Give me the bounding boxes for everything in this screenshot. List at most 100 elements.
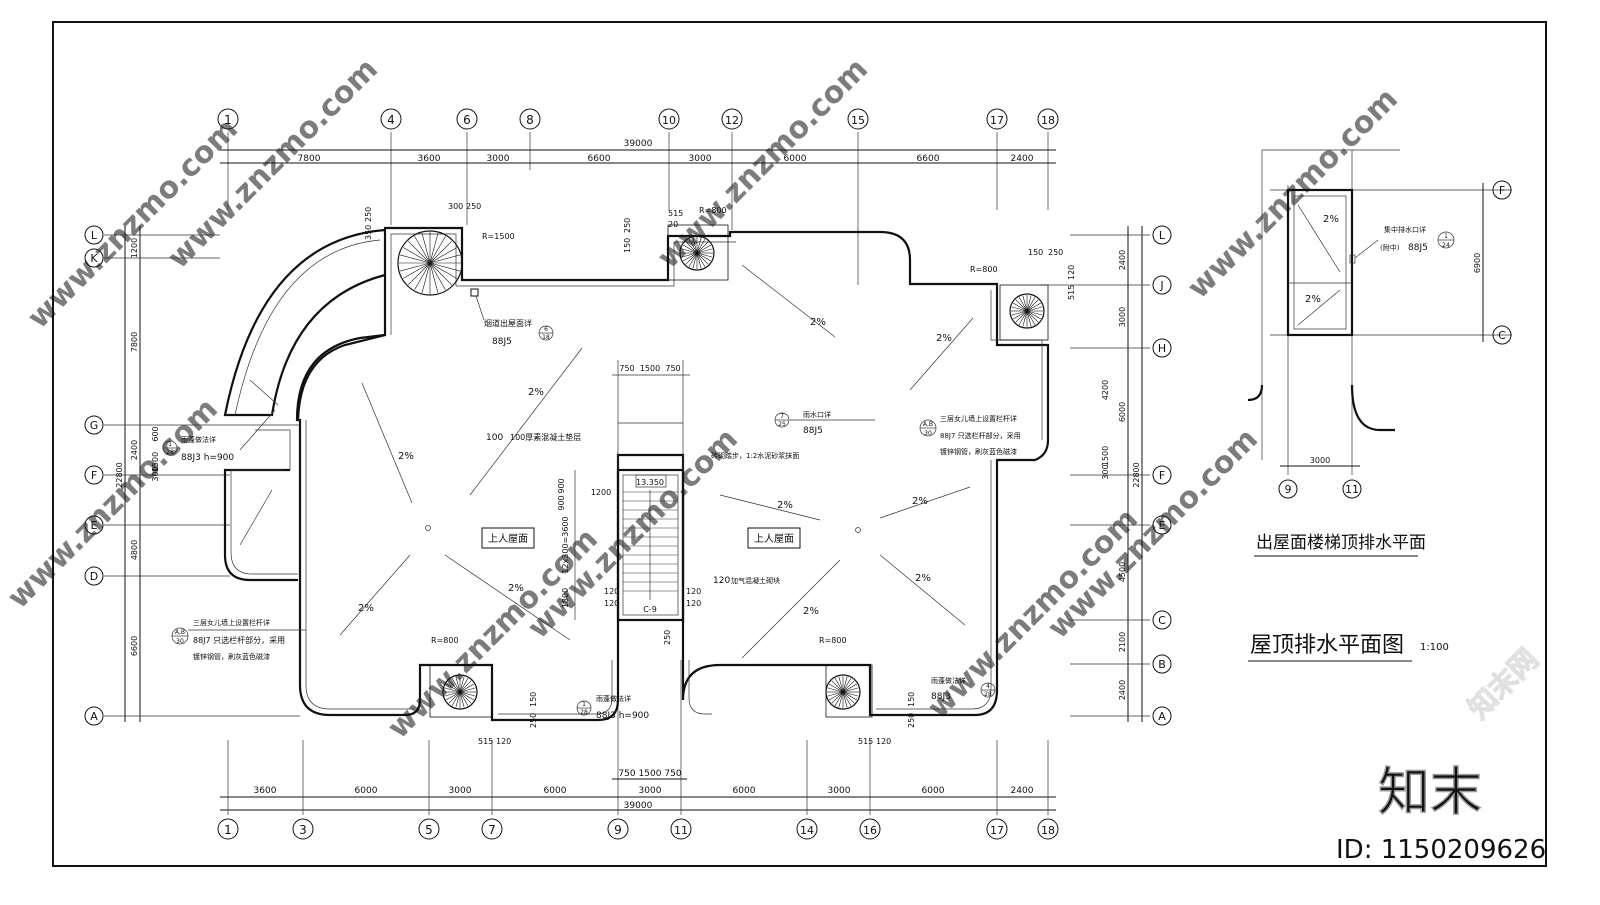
axis-bubble (721, 108, 743, 130)
dim-text: 6000 (355, 786, 378, 796)
dim-text: 6000 (544, 786, 567, 796)
dim-text: 250 (663, 630, 672, 645)
axis-label: K (90, 252, 98, 265)
axis-label: 17 (990, 824, 1004, 837)
radius-label: R=800 (431, 636, 459, 645)
brand-block: 知末 ID: 1150209626 (1336, 762, 1546, 865)
drain-detail-note: 集中排水口详 (1384, 225, 1426, 234)
dim-text: 300 (1101, 464, 1110, 479)
dim-text: 150 (529, 692, 538, 707)
canopy-ref: 88J3 h=900 (181, 453, 234, 463)
slope-label: 2% (803, 606, 819, 617)
callout-num: 1 (1444, 233, 1448, 240)
dim-text: 120 (1067, 265, 1076, 280)
dim-text: 120 (604, 599, 619, 608)
axis-bubble (519, 108, 541, 130)
dim-text: 250 (466, 202, 481, 211)
dim-text: 515 (1067, 285, 1076, 300)
dim-text: 39000 (624, 801, 653, 811)
chimney-square (470, 288, 479, 297)
dim-text: 1500 (151, 452, 160, 472)
right-axis-bubbles: L J H F E C B A (1152, 225, 1172, 726)
axis-label: E (91, 519, 98, 532)
dim-text: 515 (668, 209, 683, 218)
block-note: 加气混凝土砌块 (731, 576, 780, 585)
canopy-note: 雨蓬做法详 (931, 676, 966, 685)
drain-icon (1009, 293, 1045, 329)
drain-frame (667, 224, 729, 281)
axis-label: 3 (299, 823, 307, 837)
axis-label: 9 (1285, 483, 1292, 496)
dim-text: 2400 (1118, 250, 1127, 270)
axis-label: E (1159, 519, 1166, 532)
dim-text: 300 (448, 202, 463, 211)
dim-text: 750 (664, 769, 681, 779)
dim-text: 7800 (298, 154, 321, 164)
elevation-label: 13.350 (636, 478, 664, 487)
slope-label: 2% (810, 317, 826, 328)
axis-label: L (1159, 229, 1166, 242)
left-axis-bubbles: L K G F E D A (84, 225, 104, 726)
step-note: 砖砌踏步，1:2水泥砂浆抹面 (711, 451, 799, 460)
axis-label: 1 (224, 823, 232, 837)
axis-label: 6 (463, 113, 471, 127)
dim-text: 3600 (418, 154, 441, 164)
axis-label: 1 (224, 113, 232, 127)
dim-text: 120 (604, 587, 619, 596)
block-note-prefix: 120 (713, 576, 730, 586)
axis-bubble (217, 108, 239, 130)
axis-bubble (986, 108, 1008, 130)
axis-lines-bottom (220, 660, 1056, 815)
axis-lines-left (104, 226, 300, 722)
dim-text: 3000 (1118, 307, 1127, 327)
axis-label: C (1158, 614, 1166, 627)
bottom-dimensions: 3600 6000 3000 6000 3000 6000 3000 6000 … (254, 769, 1034, 811)
callout-num: A,B (175, 629, 185, 636)
dim-text: 12x300=3600 (561, 516, 570, 573)
dim-text: 6600 (588, 154, 611, 164)
axis-label: 7 (488, 823, 496, 837)
dim-text: 3000 (828, 786, 851, 796)
dim-text: 1200 (591, 488, 611, 497)
axis-label: 11 (1345, 483, 1359, 496)
canopy-ref: 88J3 h=900 (596, 711, 649, 721)
dim-text: 3000 (487, 154, 510, 164)
drain-frame (825, 664, 873, 718)
dim-text: 22800 (1132, 462, 1141, 487)
callout-num: 4 (986, 683, 990, 690)
drain-detail-sub: (附中) (1380, 243, 1400, 252)
drain-icon (397, 230, 463, 296)
left-dimensions: 1200 7800 2400 1500 600 300 900 900 4800… (115, 238, 566, 656)
canopy-note: 雨蓬做法详 (181, 435, 216, 444)
dim-text: 20 (668, 220, 678, 229)
dim-text: 750 (618, 769, 635, 779)
dim-text: 22800 (115, 462, 124, 487)
canopy-ref: 88J3 (931, 692, 951, 702)
chimney-ref: 88J5 (492, 337, 512, 347)
axis-lines-top (220, 132, 1056, 285)
dim-text: 3000 (689, 154, 712, 164)
axis-label: A (1158, 710, 1166, 723)
scale-label: 1:100 (1420, 642, 1449, 653)
axis-label: 17 (990, 114, 1004, 127)
drain-ref: 88J5 (1408, 243, 1428, 253)
dim-text: 7800 (130, 332, 139, 352)
parapet-note: 三层女儿墙上设置栏杆详 (193, 618, 270, 627)
parapet-note: 三层女儿墙上设置栏杆详 (940, 414, 1017, 423)
axis-label: L (91, 229, 98, 242)
dim-text: 6000 (1118, 402, 1127, 422)
detail-title: 出屋面楼梯顶排水平面 (1256, 533, 1426, 553)
callout-num: 6 (544, 326, 548, 333)
parapet-ref: 88J7 只选栏杆部分，采用 (940, 431, 1021, 440)
rain-outlet-ref: 88J5 (803, 426, 823, 436)
watermark-text: www.znzmo.com (921, 502, 1145, 726)
axis-label: 4 (387, 113, 395, 127)
rain-outlet-note: 雨水口详 (803, 410, 831, 419)
top-axis-bubbles: 1 4 6 8 10 12 15 17 18 (217, 108, 1059, 130)
dim-text: 2400 (130, 440, 139, 460)
callout-num: 1 (168, 441, 172, 448)
stair-well: 13.350 C-9 750 1500 750 1200 12x300=3600… (561, 360, 701, 645)
slope-label: 2% (358, 603, 374, 614)
radius-label: R=800 (970, 265, 998, 274)
